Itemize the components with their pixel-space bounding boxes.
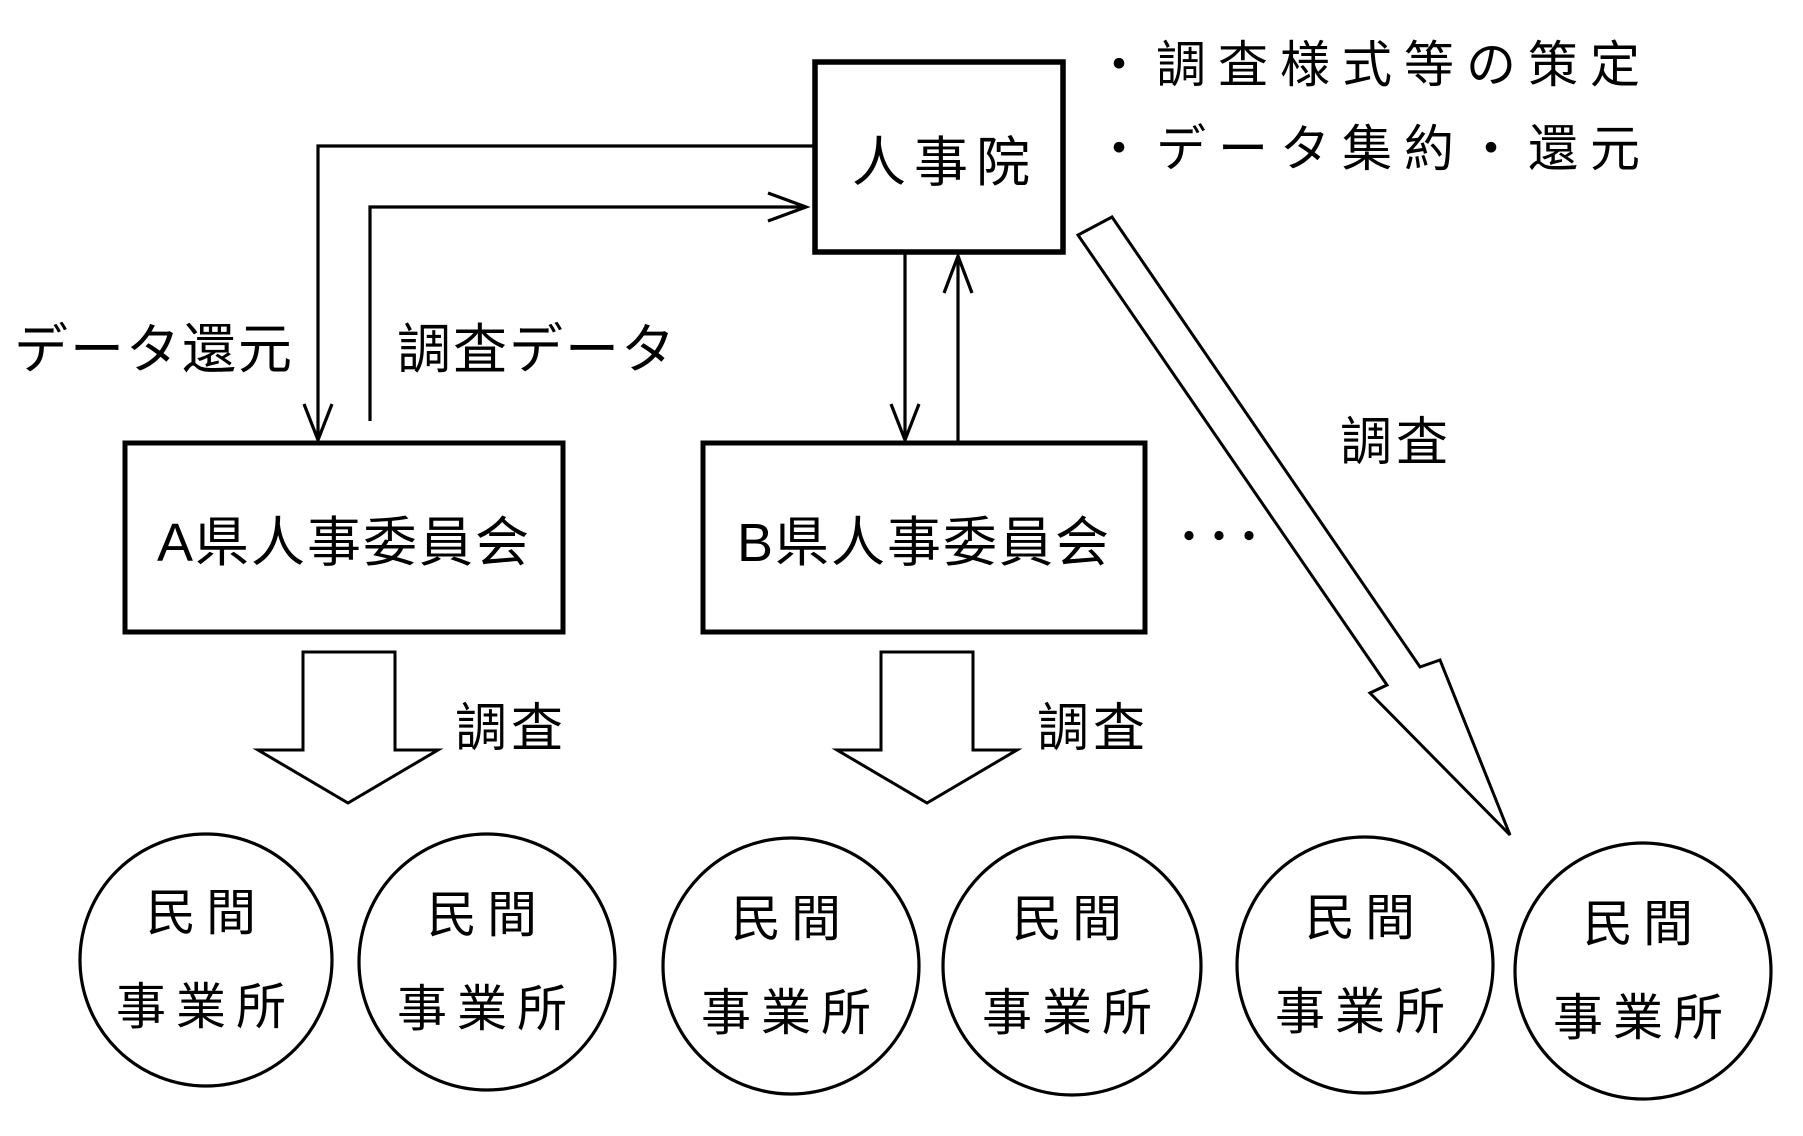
label-data-return: データ還元 xyxy=(14,320,294,380)
block-arrow-survey-direct xyxy=(1075,215,1512,837)
arrow-authority-to-b xyxy=(889,252,921,445)
committee-a-label: A県人事委員会 xyxy=(156,513,532,573)
establishment-label-line1: 民間 xyxy=(1012,891,1132,947)
arrow-data-return xyxy=(302,144,815,445)
establishment-label-line2: 事業所 xyxy=(982,985,1162,1041)
establishment-label-line2: 事業所 xyxy=(1553,990,1733,1046)
establishment-label: 民間 事業所 xyxy=(76,830,336,1090)
establishment-label: 民間 事業所 xyxy=(942,836,1202,1096)
establishment-label-line1: 民間 xyxy=(1305,890,1425,946)
arrow-right-head xyxy=(767,191,811,223)
establishment-circle xyxy=(357,832,617,1092)
establishment-label: 民間 事業所 xyxy=(357,832,617,1092)
arrow-survey-data-line xyxy=(368,205,803,421)
committee-b-label: B県人事委員会 xyxy=(736,513,1112,573)
establishment-label-line2: 事業所 xyxy=(116,979,296,1035)
establishment-circle xyxy=(661,836,921,1096)
establishment-label-line1: 民間 xyxy=(146,885,266,941)
authority-label: 人事院 xyxy=(852,132,1038,193)
establishment-circle xyxy=(941,835,1203,1097)
more-committees-ellipsis: ・・・ xyxy=(1170,517,1268,559)
establishment-circle xyxy=(1513,841,1773,1101)
label-survey-b: 調査 xyxy=(1037,700,1150,758)
arrow-survey-data xyxy=(368,191,811,421)
label-survey-direct: 調査 xyxy=(1340,414,1453,472)
establishment-label: 民間 事業所 xyxy=(1513,841,1773,1101)
label-survey-data: 調査データ xyxy=(397,320,677,380)
establishment-circle xyxy=(1235,835,1495,1095)
establishment-label: 民間 事業所 xyxy=(1235,835,1495,1095)
establishment-circle xyxy=(78,832,334,1088)
arrow-data-return-line xyxy=(316,144,815,437)
note-survey-format: ・調査様式等の策定 xyxy=(1094,37,1652,93)
arrow-up-head xyxy=(942,251,974,294)
block-arrow-survey-a xyxy=(252,650,444,805)
committee-b-box xyxy=(700,440,1148,635)
establishment-label: 民間 事業所 xyxy=(661,836,921,1096)
committee-a-box xyxy=(122,440,566,635)
establishment-label-line2: 事業所 xyxy=(397,981,577,1037)
note-data-aggregation: ・データ集約・還元 xyxy=(1094,121,1652,177)
establishment-label-line1: 民間 xyxy=(731,891,851,947)
jinjiin-box xyxy=(812,59,1066,255)
arrow-down-head xyxy=(302,403,334,445)
establishment-label-line2: 事業所 xyxy=(701,985,881,1041)
block-arrow-survey-b xyxy=(831,650,1023,805)
establishment-label-line1: 民間 xyxy=(427,887,547,943)
arrow-down-head xyxy=(889,403,921,445)
label-survey-a: 調査 xyxy=(455,700,568,758)
establishment-label-line2: 事業所 xyxy=(1275,984,1455,1040)
arrow-b-to-authority xyxy=(942,251,974,443)
establishment-label-line1: 民間 xyxy=(1583,896,1703,952)
